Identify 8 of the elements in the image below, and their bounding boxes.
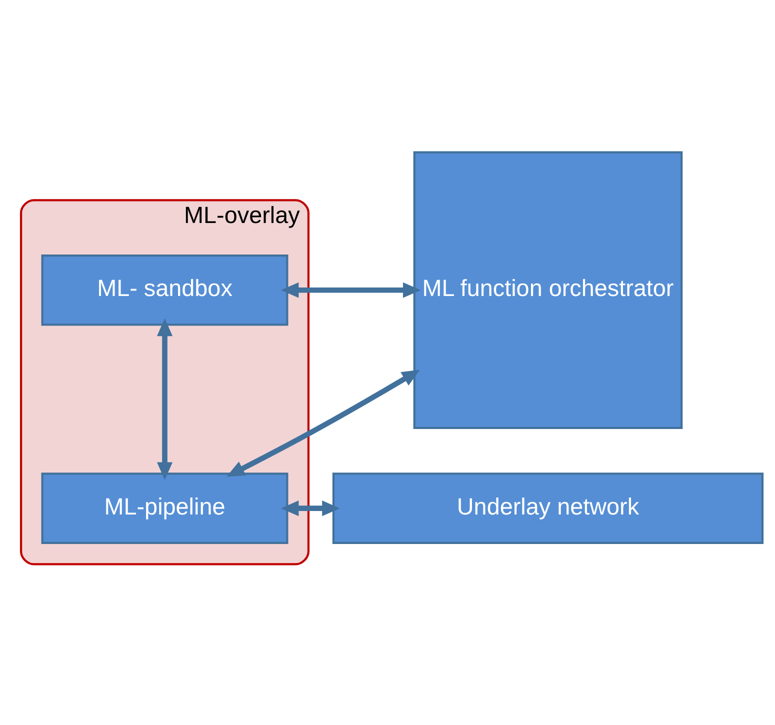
arrow <box>226 370 420 477</box>
node-box: Underlay network <box>332 472 764 544</box>
node-box: ML-pipeline <box>41 472 288 544</box>
node-box: ML function orchestrator <box>413 151 683 430</box>
arrow <box>156 318 173 480</box>
node-box: ML- sandbox <box>41 254 288 326</box>
arrow <box>280 282 421 298</box>
arrow <box>280 500 340 516</box>
